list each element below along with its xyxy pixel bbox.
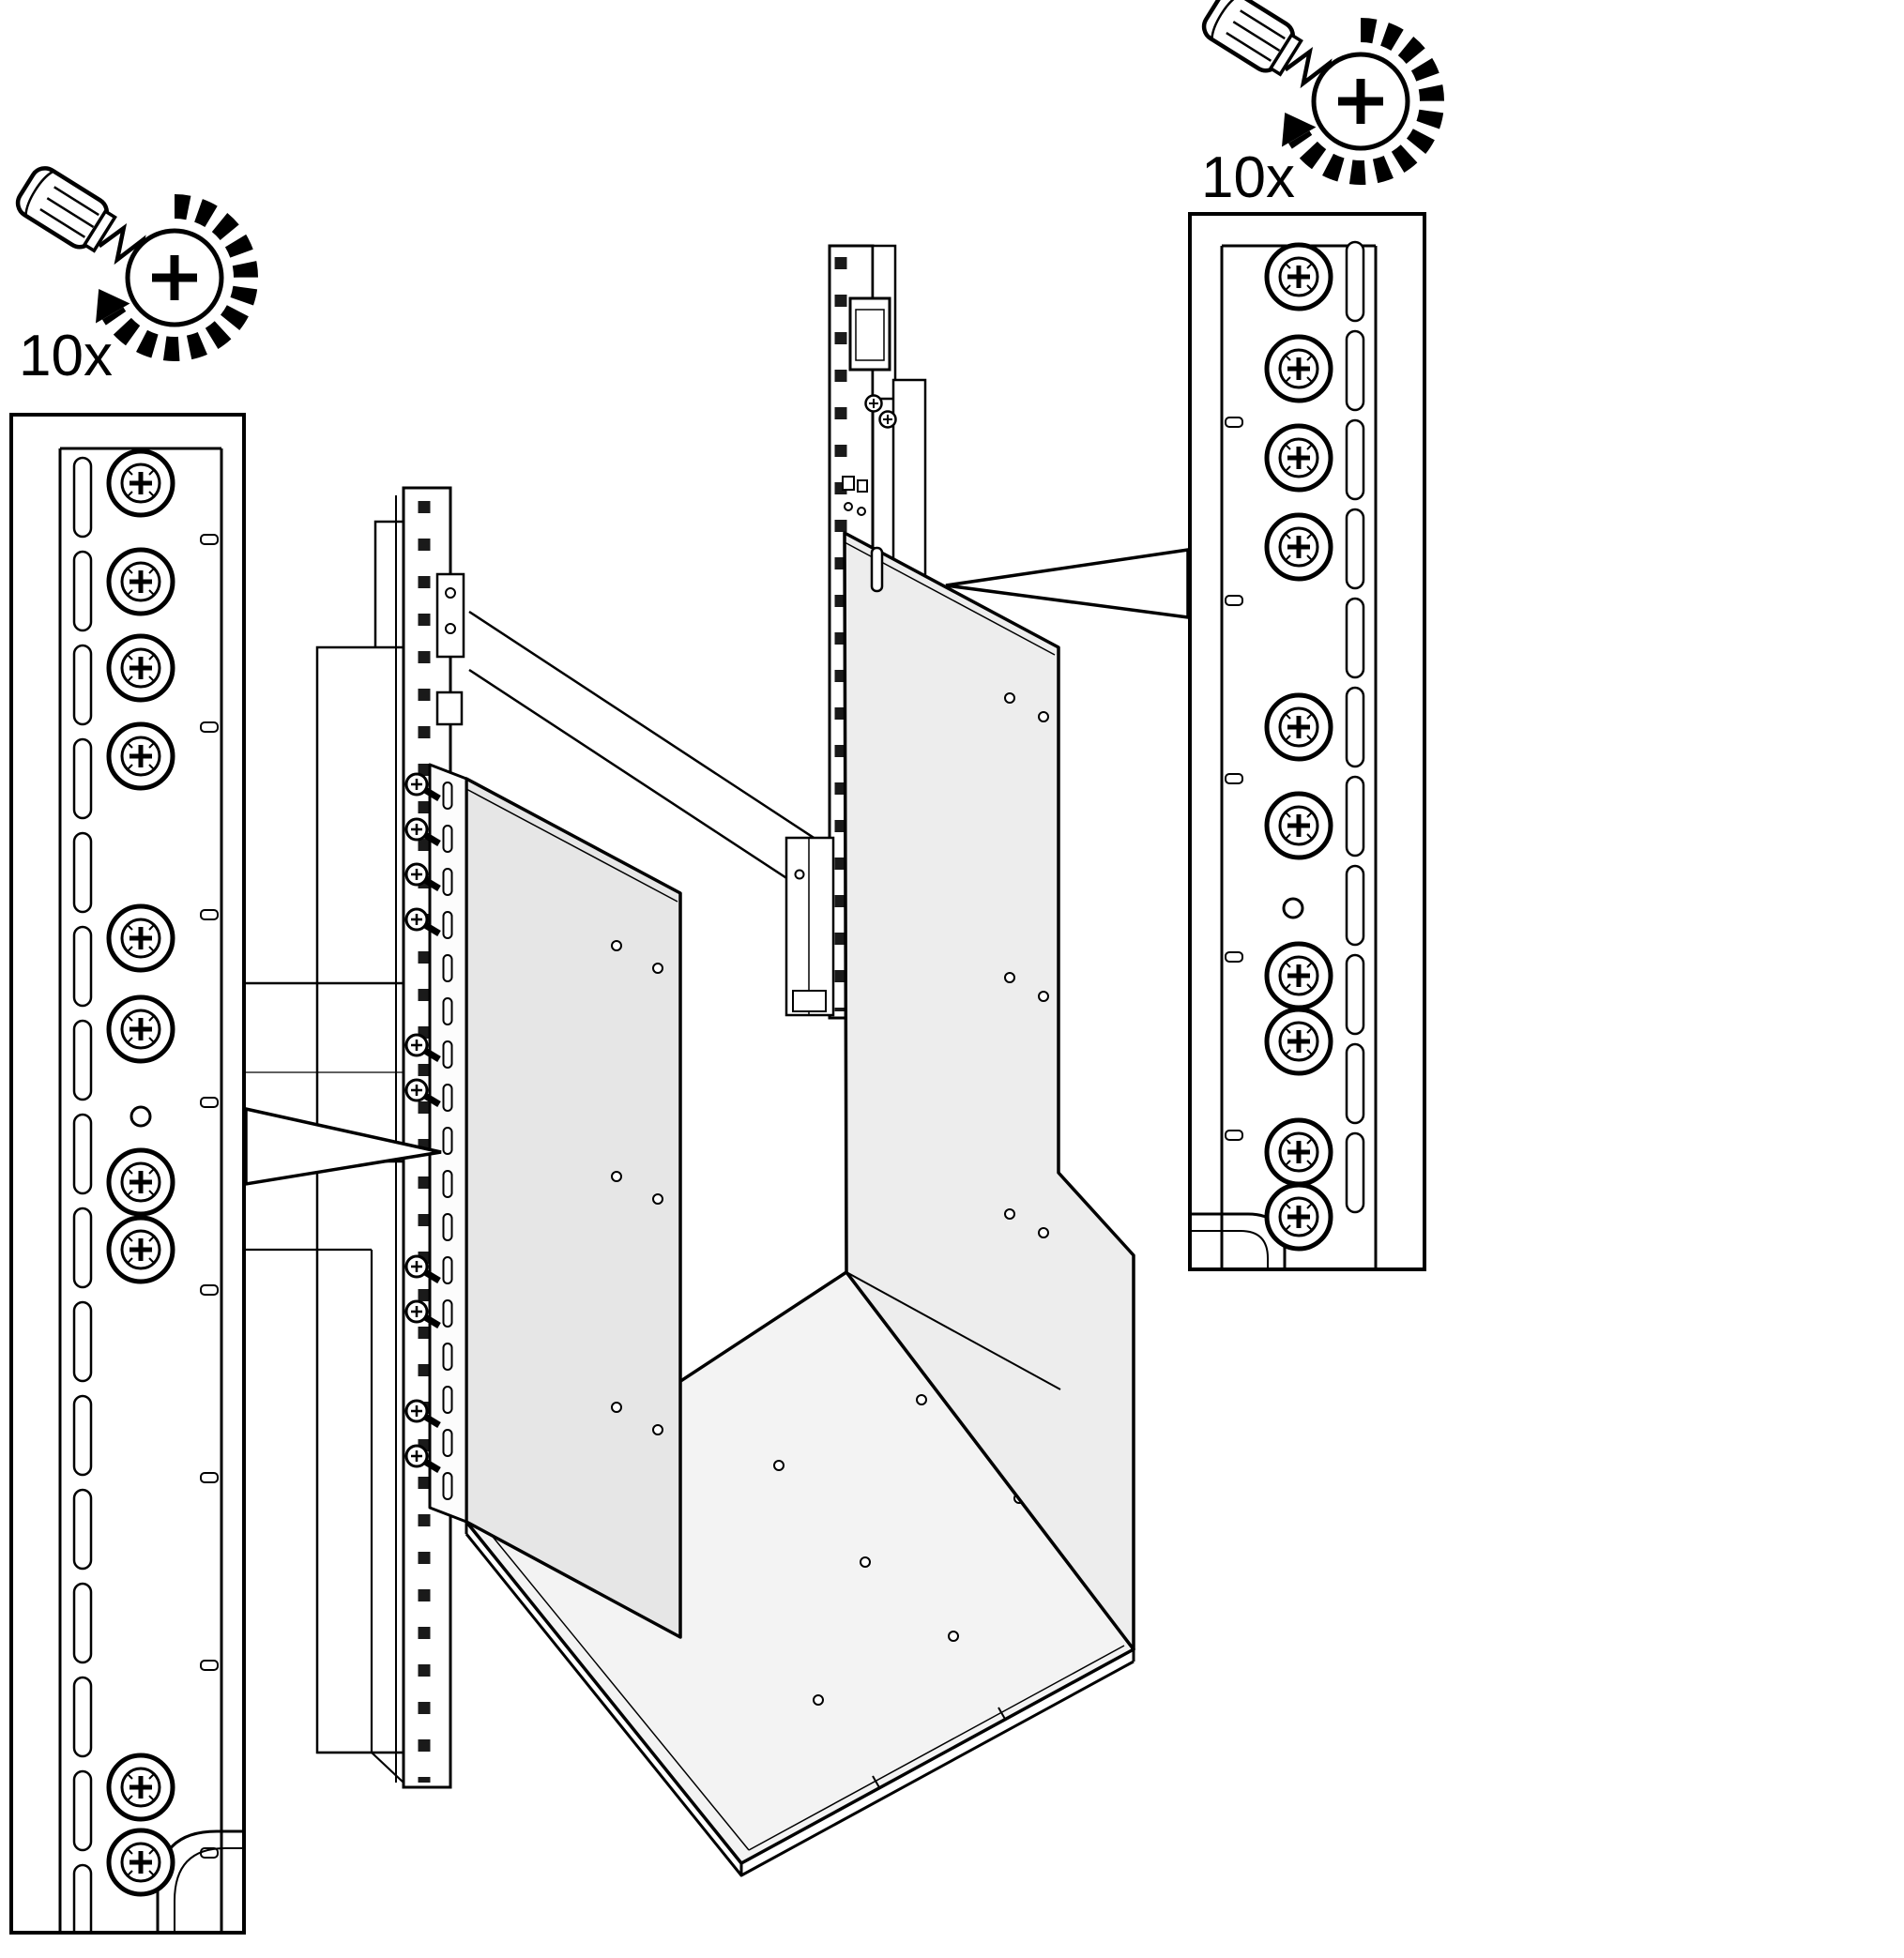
quantity-label-right: 10x (1201, 145, 1295, 210)
mounting-bracket (406, 531, 1135, 1877)
flange-slot-column (442, 782, 453, 1500)
left-detail-callout (9, 413, 246, 1935)
loose-screw-icon (864, 394, 897, 429)
quantity-label-left: 10x (19, 324, 113, 388)
rail-slot-column (1345, 240, 1365, 1214)
left-panel-holes (611, 940, 663, 1435)
rear-rail-assembly (784, 836, 835, 1017)
pilot-hole (129, 1105, 152, 1128)
right-detail-callout (1188, 212, 1426, 1271)
right-panel-holes (1004, 692, 1049, 1238)
front-rack-rail (395, 486, 465, 1789)
screw-torque-icon-left (12, 163, 246, 349)
bracket-left-panel (465, 777, 682, 1639)
pilot-hole (1282, 897, 1304, 919)
